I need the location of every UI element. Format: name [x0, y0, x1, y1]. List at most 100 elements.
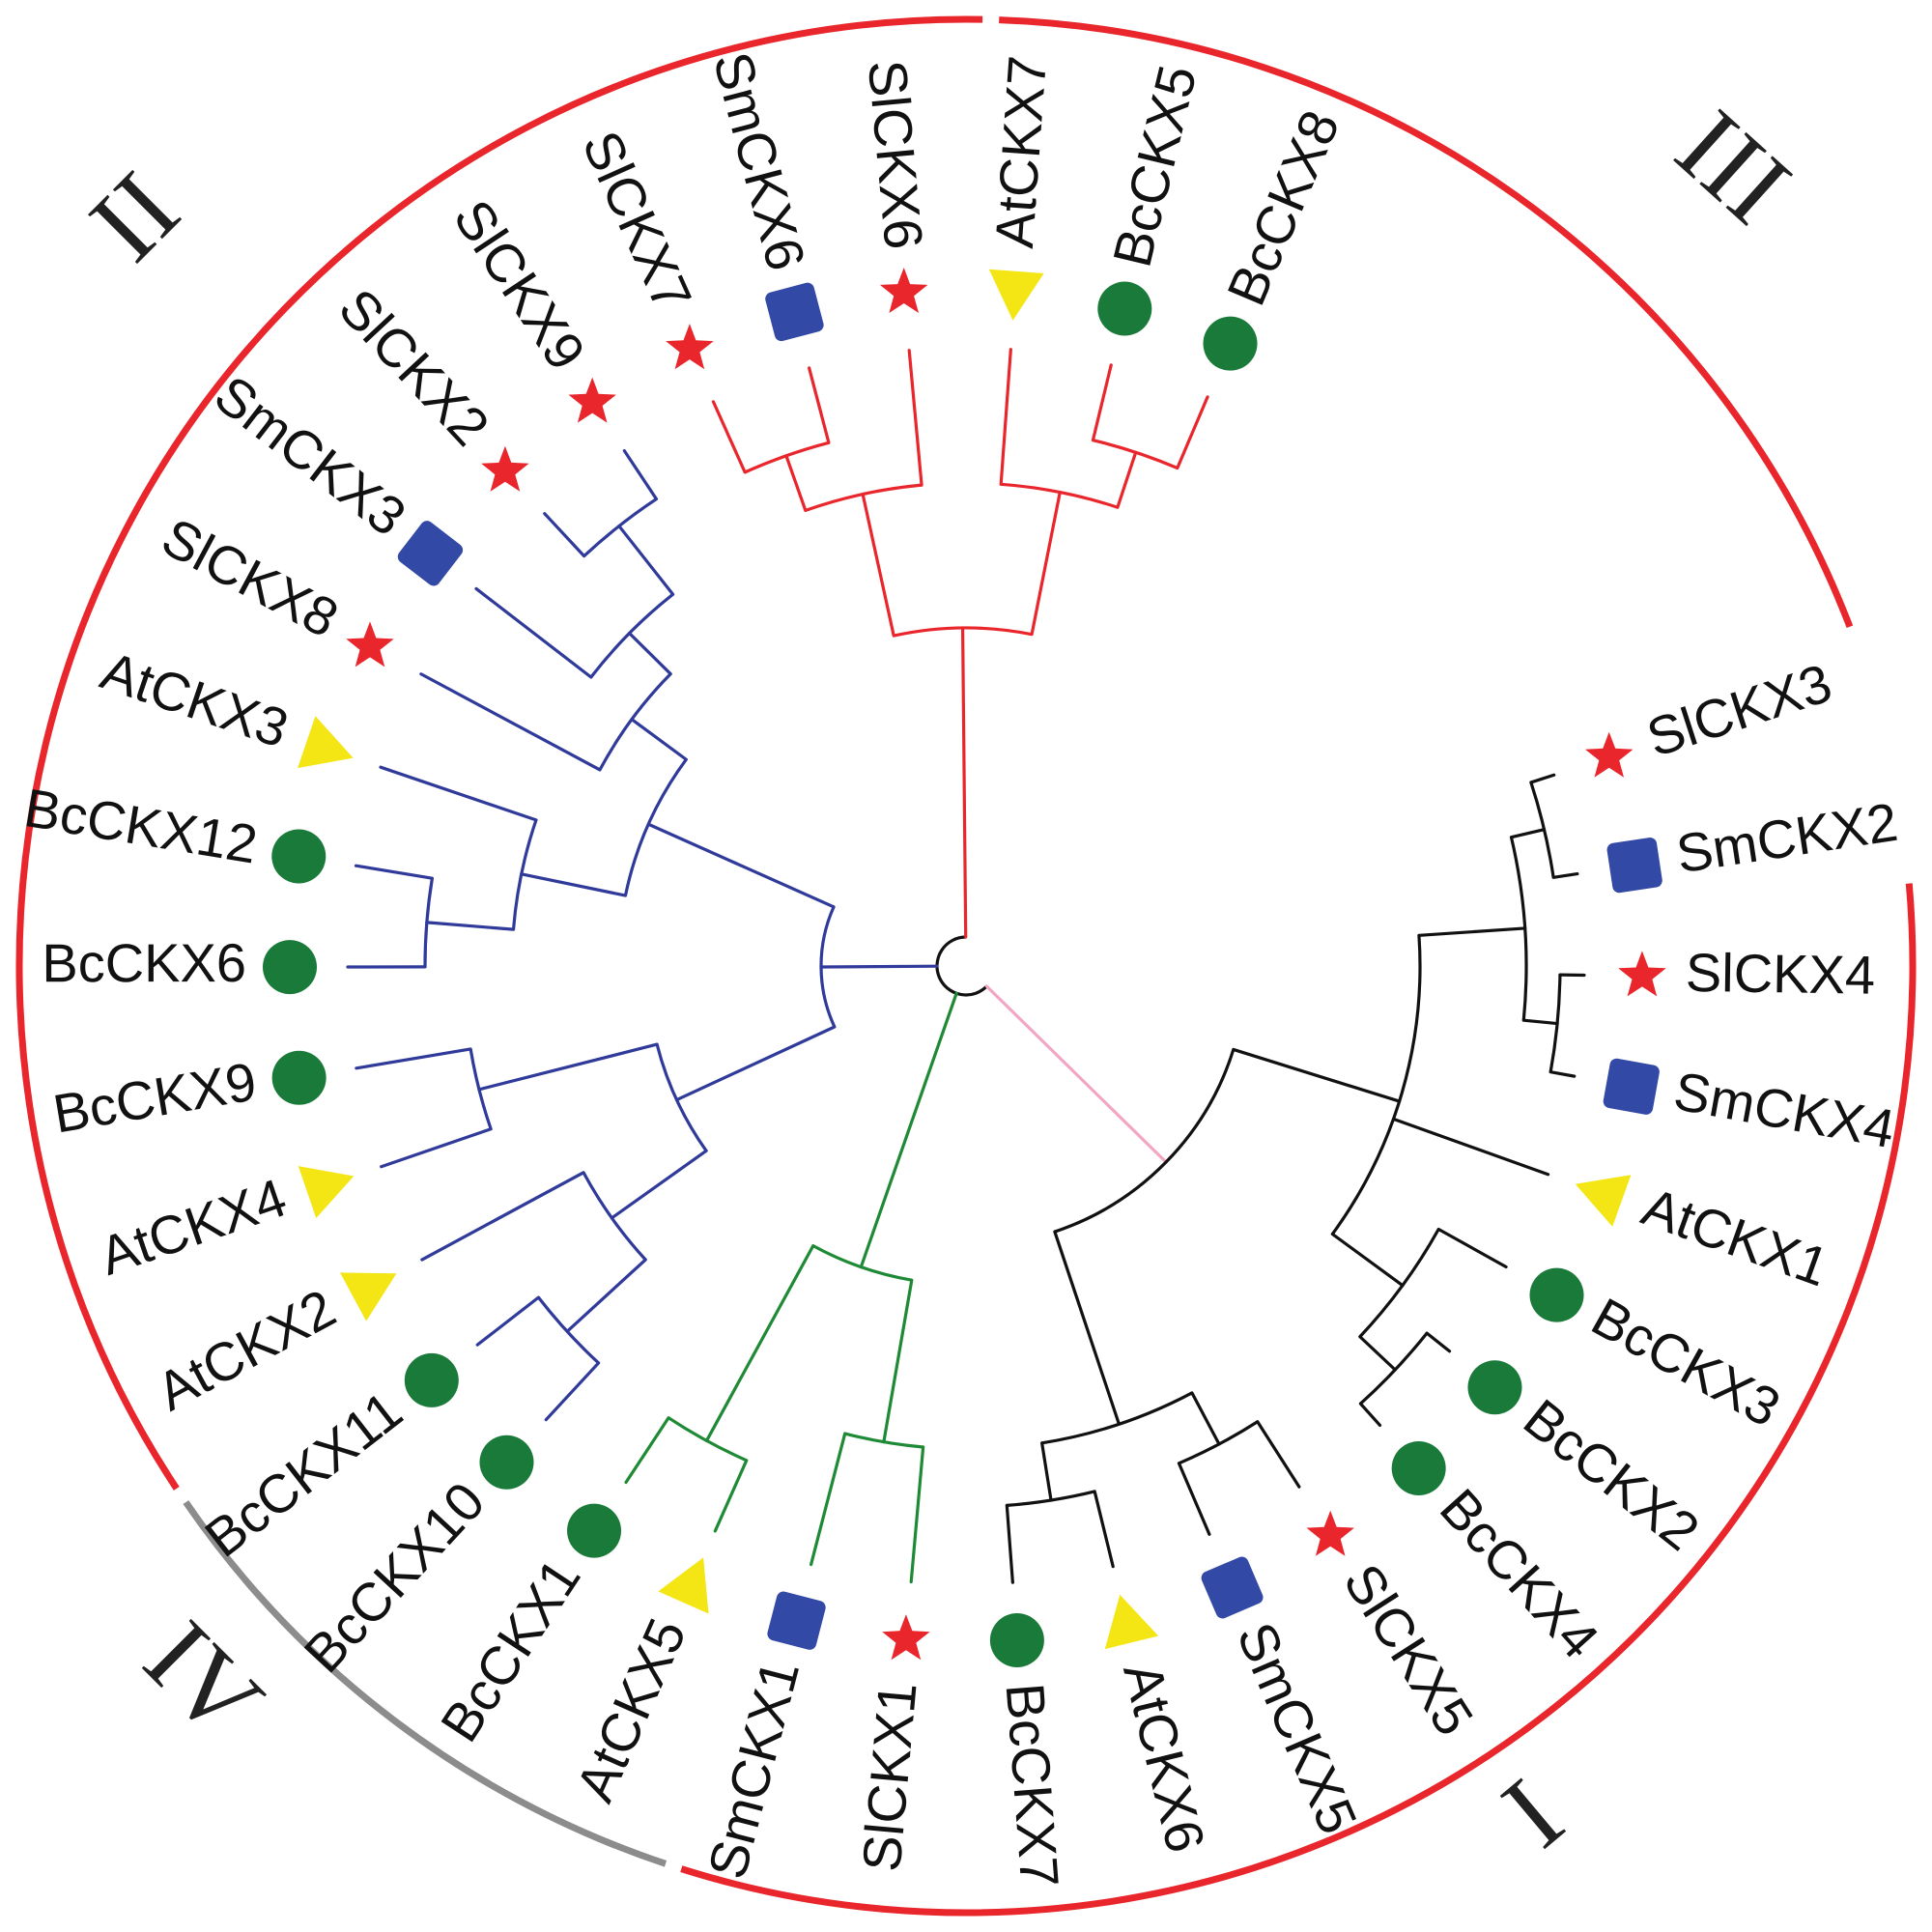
branch-23	[565, 1258, 647, 1333]
marker-AtCKX2	[340, 1272, 397, 1321]
branch-68	[1529, 781, 1555, 878]
branch-82	[1358, 1402, 1382, 1427]
marker-BcCKX2	[1467, 1360, 1522, 1415]
branch-79	[1358, 1335, 1397, 1372]
branch-56	[809, 1432, 847, 1567]
branch-69	[1529, 773, 1556, 784]
branch-34	[520, 872, 628, 897]
tree-branches	[346, 348, 1586, 1584]
branch-60	[624, 1416, 670, 1485]
leaf-label-BcCKX11: BcCKX11	[193, 1379, 412, 1569]
leaf-label-AtCKX2: AtCKX2	[147, 1277, 345, 1422]
branch-50	[622, 448, 659, 501]
branch-41	[630, 718, 688, 761]
branch-20	[655, 1043, 708, 1152]
leaf-label-AtCKX5: AtCKX5	[564, 1609, 697, 1810]
clade-arc-III	[999, 16, 1854, 629]
branch-0	[935, 935, 988, 997]
branch-21	[610, 1149, 708, 1220]
marker-SmCKX4	[1603, 1058, 1660, 1115]
branch-46	[474, 586, 593, 679]
branch-35	[511, 819, 538, 930]
branch-27	[420, 1171, 585, 1262]
leaf-label-SmCKX5: SmCKX5	[1226, 1614, 1370, 1843]
branch-6	[744, 440, 830, 474]
marker-AtCKX6	[1104, 1594, 1159, 1650]
branch-66	[1509, 837, 1528, 1021]
leaf-label-SmCKX2: SmCKX2	[1672, 791, 1901, 885]
branch-9	[907, 349, 923, 487]
marker-BcCKX10	[479, 1435, 534, 1490]
branch-77	[1358, 1228, 1440, 1338]
branch-58	[668, 1416, 748, 1463]
branch-62	[1054, 1048, 1236, 1234]
leaf-label-AtCKX6: AtCKX6	[1112, 1657, 1217, 1858]
branch-85	[1190, 1391, 1221, 1446]
marker-SmCKX6	[765, 282, 824, 342]
branch-78	[1436, 1227, 1508, 1269]
marker-SmCKX5	[1201, 1556, 1264, 1619]
species-markers	[263, 268, 1666, 1667]
leaf-label-SlCKX2: SlCKX2	[327, 277, 501, 457]
branch-59	[713, 1459, 749, 1533]
clade-label-I: I	[1481, 1756, 1583, 1869]
marker-SmCKX3	[397, 521, 464, 586]
branch-53	[882, 1278, 914, 1444]
leaf-label-AtCKX3: AtCKX3	[94, 639, 296, 759]
branch-65	[1417, 926, 1527, 937]
branch-31	[355, 1047, 472, 1070]
marker-BcCKX6	[263, 940, 318, 995]
branch-28	[477, 1042, 659, 1092]
branch-92	[1005, 1503, 1014, 1584]
branch-16	[1176, 395, 1209, 470]
leaf-label-BcCKX1: BcCKX1	[429, 1548, 592, 1751]
marker-SmCKX1	[767, 1591, 826, 1650]
leaf-label-BcCKX6: BcCKX6	[42, 932, 246, 993]
branch-3	[861, 492, 895, 638]
branch-33	[623, 758, 688, 896]
leaf-label-BcCKX12: BcCKX12	[20, 777, 262, 875]
clade-arcs	[15, 15, 1917, 1917]
leaf-label-AtCKX1: AtCKX1	[1634, 1176, 1836, 1297]
branch-22	[582, 1172, 647, 1262]
branch-4	[805, 483, 923, 512]
branch-13	[1116, 450, 1138, 509]
clade-label-II: II	[68, 150, 201, 283]
branch-18	[819, 906, 837, 1028]
branch-71	[1521, 1018, 1559, 1026]
branch-5	[784, 454, 808, 513]
marker-BcCKX12	[271, 829, 327, 884]
branch-10	[1030, 490, 1062, 637]
marker-BcCKX8	[1203, 316, 1258, 371]
clade-label-III: III	[1655, 87, 1812, 245]
branch-8	[808, 366, 831, 444]
branch-80	[1359, 1332, 1429, 1406]
branch-11	[1001, 482, 1119, 509]
branch-84	[1041, 1391, 1193, 1445]
branch-30	[380, 1127, 493, 1169]
branch-72	[1548, 975, 1562, 1072]
marker-SlCKX7	[666, 324, 714, 370]
branch-24	[537, 1296, 600, 1365]
leaf-label-SmCKX1: SmCKX1	[696, 1654, 811, 1885]
marker-BcCKX3	[1529, 1267, 1584, 1322]
branch-17	[819, 964, 939, 969]
branch-19	[674, 1025, 837, 1102]
clade-arc-I	[680, 883, 1917, 1917]
marker-SmCKX2	[1606, 837, 1662, 894]
leaf-label-BcCKX7: BcCKX7	[995, 1681, 1071, 1889]
branch-83	[1053, 1230, 1122, 1426]
branch-87	[1256, 1420, 1301, 1489]
leaf-label-SlCKX1: SlCKX1	[850, 1680, 927, 1874]
leaf-label-SlCKX9: SlCKX9	[442, 189, 598, 381]
branch-57	[704, 1243, 815, 1443]
leaf-label-SmCKX3: SmCKX3	[204, 363, 417, 547]
leaf-label-BcCKX9: BcCKX9	[49, 1050, 261, 1144]
marker-SlCKX5	[1306, 1510, 1354, 1556]
branch-15	[1091, 363, 1113, 442]
marker-SlCKX9	[568, 377, 616, 423]
branch-88	[1177, 1462, 1211, 1536]
leaf-label-BcCKX10: BcCKX10	[292, 1470, 496, 1684]
branch-63	[1232, 1047, 1402, 1103]
marker-SlCKX1	[882, 1614, 930, 1661]
